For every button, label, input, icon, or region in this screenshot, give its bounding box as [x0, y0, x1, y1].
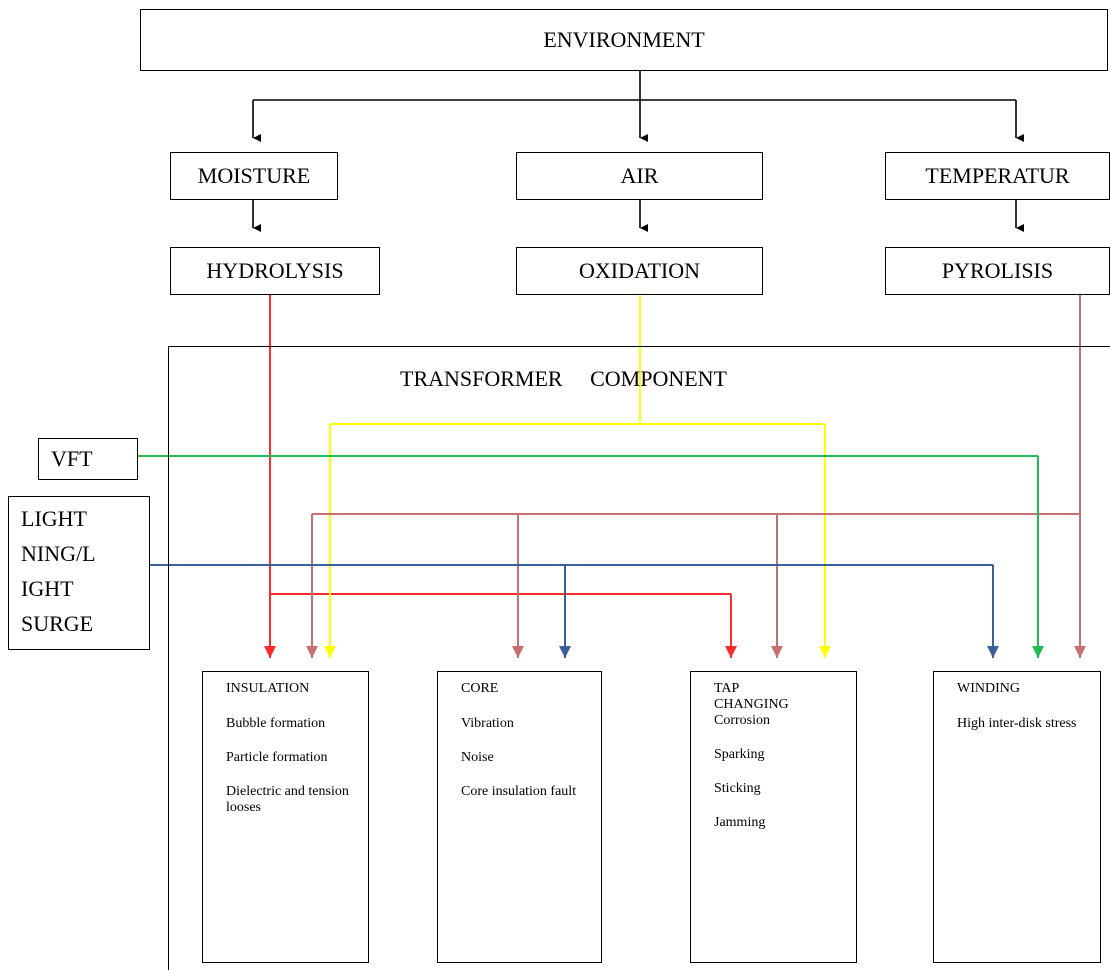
transformer-component-label: TRANSFORMER COMPONENT	[400, 366, 727, 392]
winding-title: WINDING	[957, 681, 1090, 697]
pyrolysis-box: PYROLISIS	[885, 247, 1110, 295]
core-box: CORE Vibration Noise Core insulation fau…	[437, 671, 602, 963]
core-item: Noise	[461, 750, 591, 766]
tap-changing-item: Sparking	[714, 747, 816, 763]
winding-item: High inter-disk stress	[957, 716, 1090, 732]
lightning-surge-box: LIGHT NING/L IGHT SURGE	[8, 496, 150, 650]
winding-box: WINDING High inter-disk stress	[933, 671, 1101, 963]
temperature-box: TEMPERATUR	[885, 152, 1110, 200]
tap-changing-title: TAP CHANGING	[714, 681, 816, 713]
core-title: CORE	[461, 681, 591, 697]
hydrolysis-box: HYDROLYSIS	[170, 247, 380, 295]
insulation-item: Bubble formation	[226, 716, 358, 732]
core-item: Vibration	[461, 716, 591, 732]
moisture-box: MOISTURE	[170, 152, 338, 200]
air-box: AIR	[516, 152, 763, 200]
insulation-title: INSULATION	[226, 681, 358, 697]
insulation-item: Particle formation	[226, 750, 358, 766]
insulation-box: INSULATION Bubble formation Particle for…	[202, 671, 369, 963]
tap-changing-item: Jamming	[714, 815, 816, 831]
insulation-item: Dielectric and tension looses	[226, 784, 358, 816]
tap-changing-item: Corrosion	[714, 713, 816, 729]
oxidation-box: OXIDATION	[516, 247, 763, 295]
tap-changing-box: TAP CHANGING Corrosion Sparking Sticking…	[690, 671, 857, 963]
tap-changing-item: Sticking	[714, 781, 816, 797]
environment-box: ENVIRONMENT	[140, 9, 1108, 71]
vft-box: VFT	[38, 438, 138, 480]
core-item: Core insulation fault	[461, 784, 591, 800]
